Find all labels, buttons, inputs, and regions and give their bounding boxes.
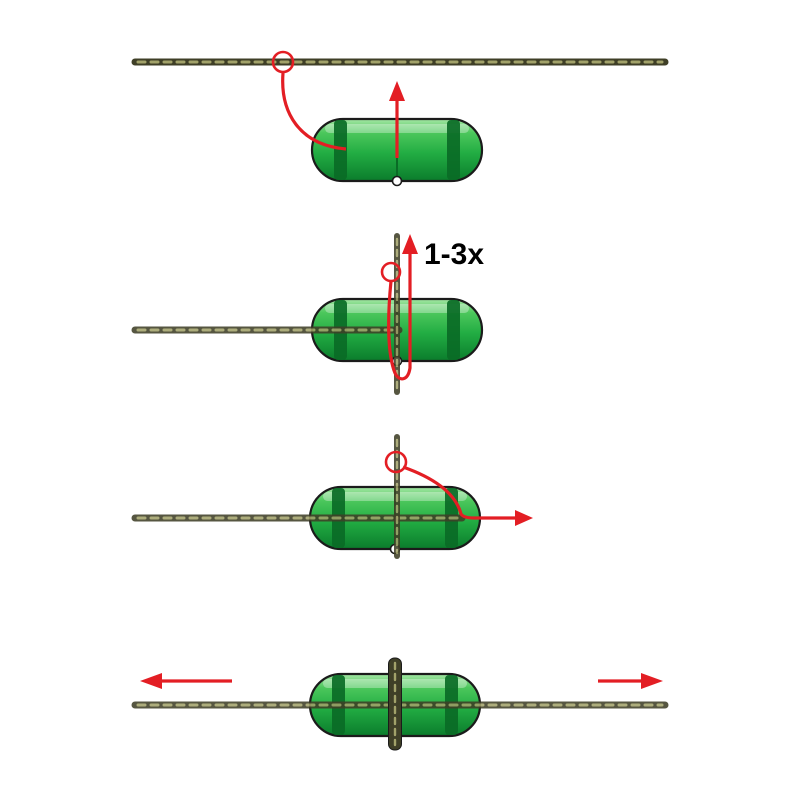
arrow-head bbox=[140, 673, 162, 689]
repeat-count-label: 1-3x bbox=[424, 238, 484, 271]
coil-bundle bbox=[388, 657, 402, 751]
pull-arrow-right bbox=[598, 673, 663, 689]
pull-arrow-left bbox=[140, 673, 232, 689]
arrow-curve bbox=[402, 465, 517, 520]
threading-path-curve bbox=[281, 72, 347, 151]
step-1-pass-line bbox=[131, 50, 669, 187]
crossing-loop-mark bbox=[384, 450, 408, 474]
arrow-head bbox=[641, 673, 663, 689]
step-4-tighten bbox=[131, 657, 669, 751]
step-2-thread-tag-end: 1-3x bbox=[131, 233, 484, 395]
step-3-pull-through bbox=[131, 434, 533, 559]
crossing-loop-mark bbox=[271, 50, 295, 74]
wrapped-coil bbox=[388, 657, 402, 751]
direction-arrow-up bbox=[389, 81, 405, 158]
arrow-head-up bbox=[402, 234, 418, 254]
arrow-head bbox=[389, 81, 405, 101]
pull-arrow-right bbox=[402, 465, 533, 526]
arrow-head bbox=[515, 510, 533, 526]
threading-path-curve bbox=[387, 252, 412, 381]
